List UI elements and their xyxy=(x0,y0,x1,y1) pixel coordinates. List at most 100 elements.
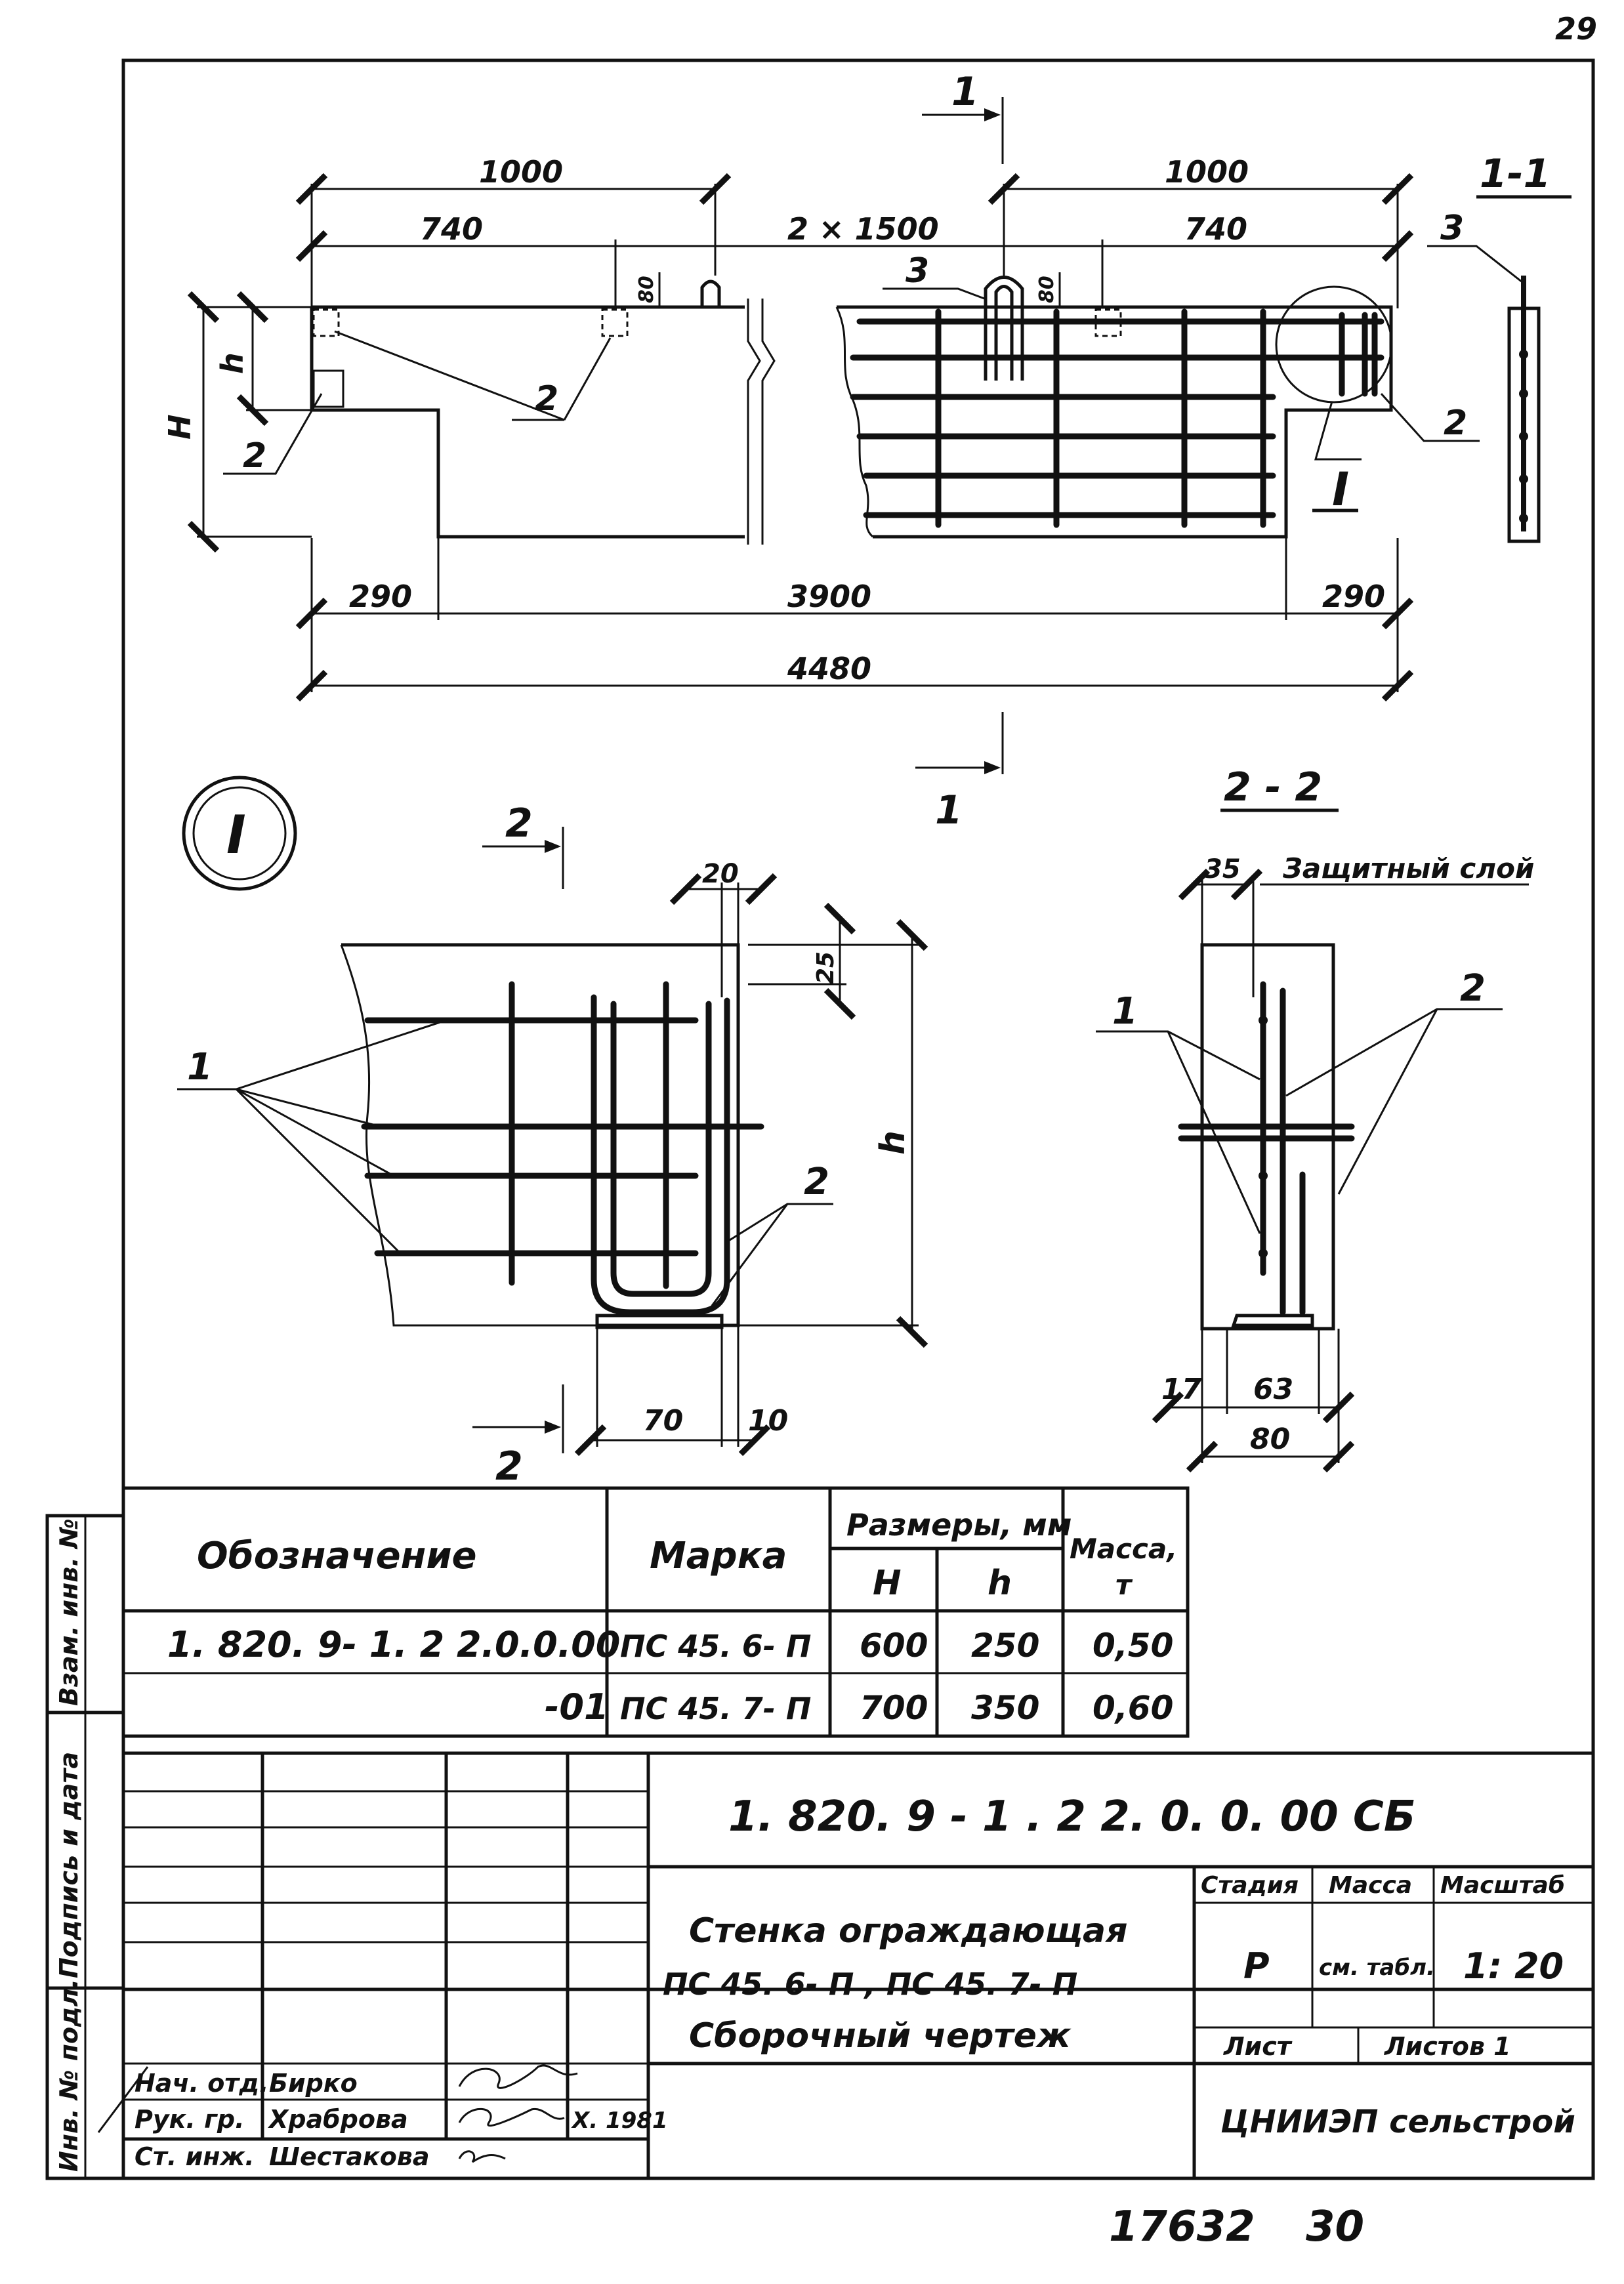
callout-3-elev: 3 xyxy=(906,251,929,291)
dim-3900: 3900 xyxy=(787,579,871,614)
row1-h: 250 xyxy=(971,1627,1039,1665)
rebar-cage xyxy=(850,308,1385,528)
detail-I-label: I xyxy=(226,804,246,865)
row1-H: 600 xyxy=(860,1627,928,1665)
signature-3 xyxy=(458,2150,506,2163)
callout-2-elev-a: 2 xyxy=(535,379,558,419)
th-mass: Масса, xyxy=(1070,1533,1177,1565)
callout-2-elev-b: 2 xyxy=(243,436,266,476)
th-h: h xyxy=(988,1564,1012,1603)
row2-H: 700 xyxy=(860,1689,928,1727)
mass-value: см. табл. xyxy=(1319,1955,1435,1981)
spec-table: Обозначение Марка Размеры, мм H h Масса,… xyxy=(121,1486,1190,1738)
sheet-label: Лист xyxy=(1223,2032,1293,2061)
staff-date-2: X. 1981 xyxy=(571,2108,668,2134)
doc-code: 1. 820. 9 - 1 . 2 2. 0. 0. 00 СБ xyxy=(728,1793,1416,1841)
cut-marker-1-top: 1 xyxy=(951,69,979,115)
cut-marker-2-bottom: 2 xyxy=(495,1443,523,1489)
staff-name-2: Храброва xyxy=(268,2105,408,2134)
stage-value: Р xyxy=(1243,1945,1270,1987)
scale-value: 1: 20 xyxy=(1463,1945,1564,1987)
page-number: 29 xyxy=(1555,11,1597,47)
section-1-1: 1-1 3 xyxy=(1427,151,1572,543)
staff-name-1: Бирко xyxy=(269,2069,358,2098)
dim-290-right: 290 xyxy=(1322,579,1385,614)
row2-mass: 0,60 xyxy=(1093,1689,1173,1727)
section-2-2-dim-17: 17 xyxy=(1161,1373,1202,1406)
stamp-inv-vzam: Взам. инв. № xyxy=(54,1518,83,1706)
row1-mass: 0,50 xyxy=(1093,1627,1173,1665)
th-sizes: Размеры, мм xyxy=(846,1507,1072,1543)
dim-1000-right: 1000 xyxy=(1165,154,1249,190)
section-2-2: 2 - 2 35 Защитный слой 1 2 17 63 80 xyxy=(1096,764,1534,1473)
detail-dim-10: 10 xyxy=(748,1404,788,1438)
dim-4480: 4480 xyxy=(787,651,871,686)
archive-number: 17632 xyxy=(1109,2203,1255,2251)
section-2-2-title: 2 - 2 xyxy=(1224,764,1322,810)
dim-h: h xyxy=(215,352,250,374)
section-1-1-callout-3: 3 xyxy=(1440,209,1464,248)
dim-1000-left: 1000 xyxy=(479,154,563,190)
embedded-plate-mid xyxy=(601,308,629,337)
section-2-2-callout-2: 2 xyxy=(1460,967,1486,1010)
detail-ref-label: I xyxy=(1332,463,1349,516)
th-mass-unit: т xyxy=(1115,1569,1133,1601)
stamp-inv-podl: Инв. № подл. xyxy=(54,1979,83,2172)
embedded-plate-low xyxy=(312,369,344,408)
stamp-sign-date: Подпись и дата xyxy=(54,1752,83,1978)
title-line-2: ПС 45. 6- П , ПС 45. 7- П xyxy=(663,1966,1077,2002)
section-2-2-cover-label: Защитный слой xyxy=(1282,852,1534,884)
dim-290-left: 290 xyxy=(349,579,412,614)
detail-callout-1: 1 xyxy=(187,1046,213,1089)
staff-role-2: Рук. гр. xyxy=(135,2105,245,2134)
detail-plate xyxy=(595,1314,724,1329)
detail-dim-h: h xyxy=(873,1131,913,1155)
embedded-plate-right xyxy=(1094,308,1122,337)
scale-header: Масштаб xyxy=(1440,1872,1565,1899)
dim-80-right: 80 xyxy=(1035,276,1058,303)
section-2-2-callout-1: 1 xyxy=(1112,990,1138,1033)
row2-designation: -01 xyxy=(545,1686,609,1728)
detail-dim-20: 20 xyxy=(702,859,739,889)
signature-2 xyxy=(458,2108,565,2127)
th-designation: Обозначение xyxy=(197,1535,477,1577)
th-H: H xyxy=(873,1564,902,1603)
cut-marker-2-top: 2 xyxy=(505,800,533,846)
row2-h: 350 xyxy=(971,1689,1039,1727)
staff-name-3: Шестакова xyxy=(269,2142,430,2171)
embedded-plate-left xyxy=(312,308,340,337)
section-1-1-title: 1-1 xyxy=(1480,151,1551,197)
detail-dim-70: 70 xyxy=(643,1404,683,1438)
drawing-frame xyxy=(121,58,1595,1991)
sheet-ref: 30 xyxy=(1306,2203,1364,2251)
th-mark: Марка xyxy=(650,1535,787,1577)
row1-mark: ПС 45. 6- П xyxy=(620,1629,811,1664)
dim-2x1500: 2 × 1500 xyxy=(787,211,939,247)
title-block: Нач. отд. Бирко Рук. гр. Храброва X. 198… xyxy=(97,1751,1595,2180)
staff-role-1: Нач. отд. xyxy=(135,2069,268,2098)
section-2-2-dim-80: 80 xyxy=(1250,1422,1290,1456)
dim-740-left: 740 xyxy=(420,211,483,247)
detail-circle xyxy=(1275,285,1393,404)
elevation-view: I 1000 1000 740 2 × 1500 740 80 80 H h xyxy=(162,69,1480,833)
title-line-1: Стенка ограждающая xyxy=(689,1911,1128,1951)
dim-H: H xyxy=(162,415,198,440)
title-line-3: Сборочный чертеж xyxy=(689,2016,1072,2056)
dim-740-right: 740 xyxy=(1184,211,1247,247)
lifting-loop-right xyxy=(984,276,1024,381)
section-2-2-cover-dim: 35 xyxy=(1204,854,1241,884)
stage-header: Стадия xyxy=(1201,1872,1299,1899)
detail-dim-25: 25 xyxy=(812,951,839,984)
sheets-label: Листов 1 xyxy=(1384,2032,1511,2061)
mass-header: Масса xyxy=(1329,1872,1412,1899)
detail-callout-2: 2 xyxy=(804,1161,829,1203)
lifting-loop-left xyxy=(700,280,721,308)
section-2-2-dim-63: 63 xyxy=(1253,1373,1293,1406)
organization: ЦНИИЭП сельстрой xyxy=(1220,2104,1575,2140)
staff-role-3: Ст. инж. xyxy=(135,2142,255,2171)
row1-designation: 1. 820. 9- 1. 2 2.0.0.00 xyxy=(167,1624,620,1665)
detail-I: I 20 25 h 70 10 1 xyxy=(177,776,928,1489)
signature-1 xyxy=(458,2064,578,2089)
callout-2-elev-c: 2 xyxy=(1444,404,1467,443)
